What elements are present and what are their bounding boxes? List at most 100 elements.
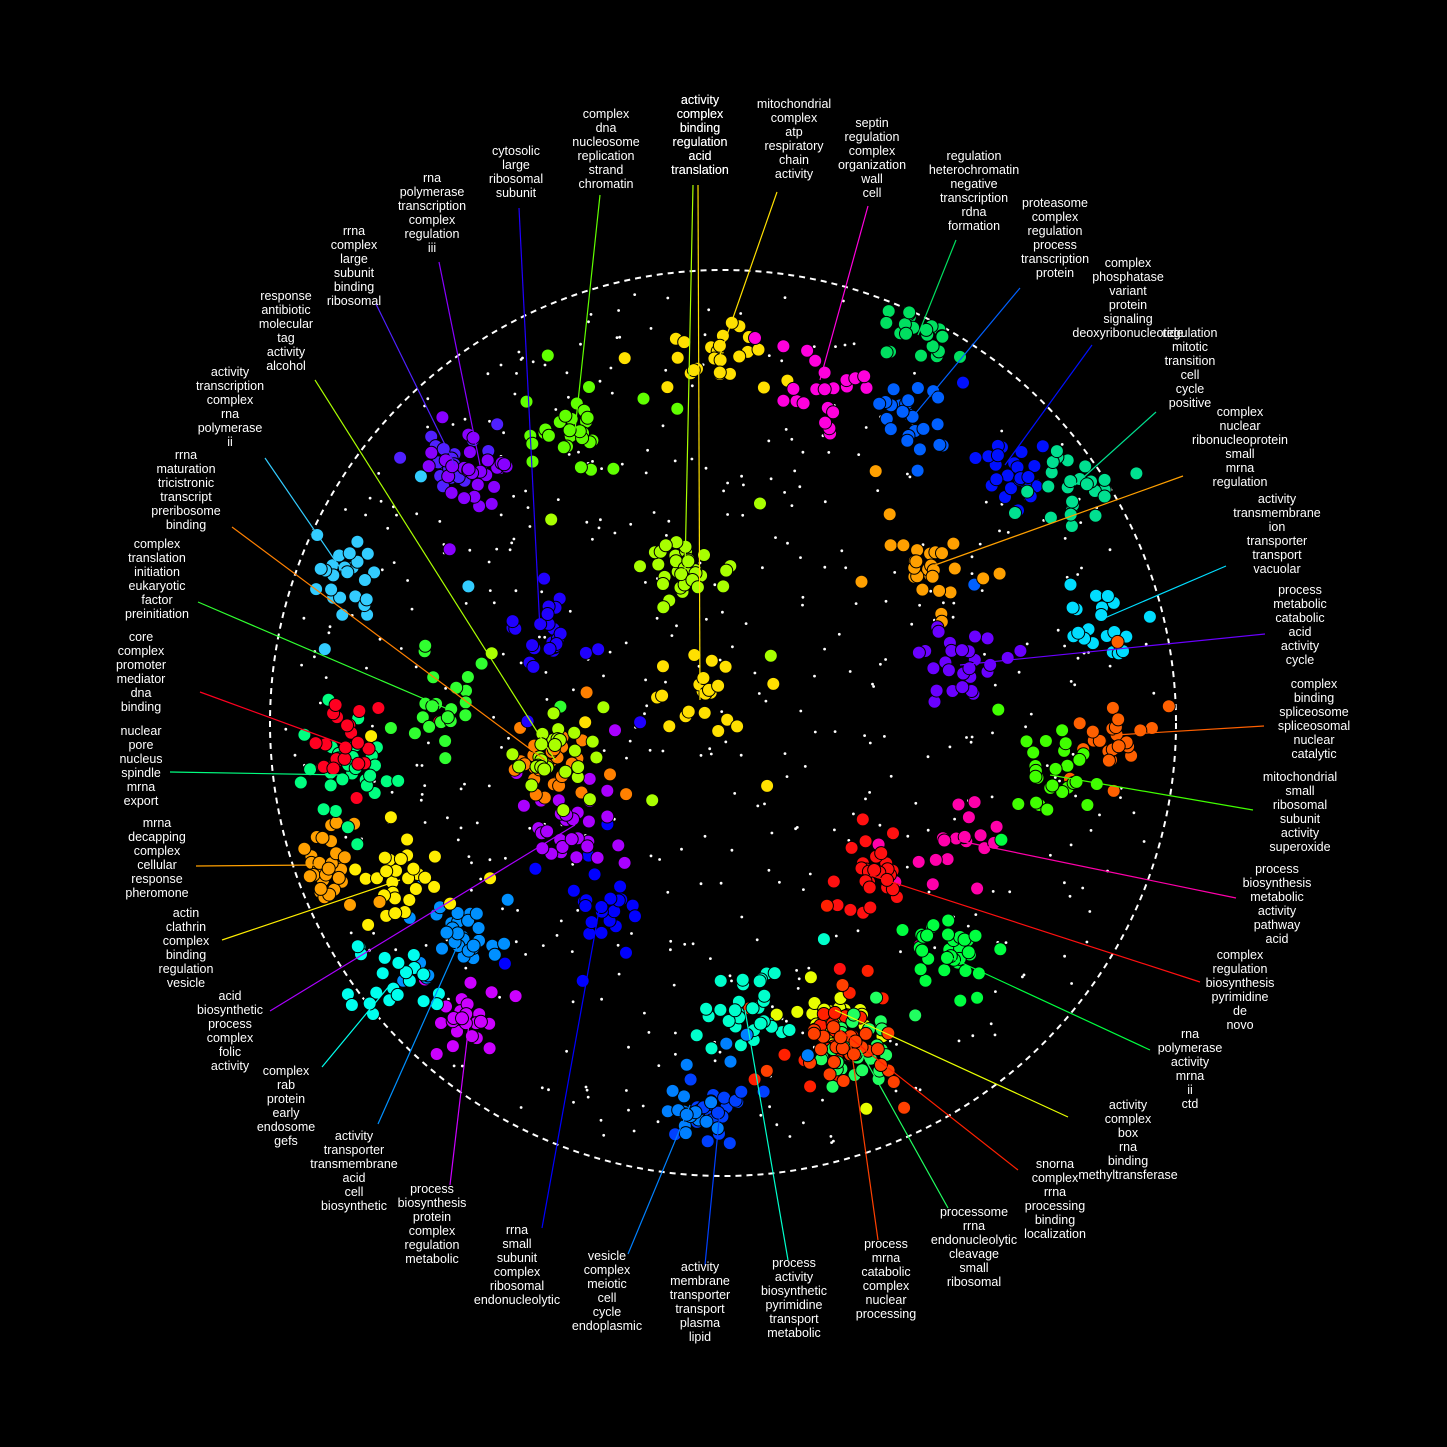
cluster-node: [881, 1026, 896, 1041]
cluster-node: [313, 881, 328, 896]
cluster-node: [727, 1003, 742, 1018]
cluster-node: [883, 422, 898, 437]
cluster-node: [1085, 724, 1100, 739]
background-node: [415, 763, 419, 767]
cluster-node: [425, 699, 440, 714]
cluster-label-term: spliceosome: [1279, 705, 1349, 719]
background-node: [884, 658, 887, 661]
background-node: [942, 601, 945, 605]
cluster-node: [928, 852, 943, 867]
background-node: [801, 450, 805, 454]
cluster-node: [807, 996, 822, 1010]
background-node: [790, 504, 794, 507]
cluster-node: [1097, 489, 1112, 504]
background-node: [568, 609, 572, 613]
background-node: [633, 293, 637, 296]
background-node: [399, 647, 403, 650]
background-node: [834, 345, 837, 348]
cluster-node: [720, 712, 735, 727]
cluster-node: [484, 496, 499, 511]
cluster-node: [377, 950, 392, 965]
cluster-node: [535, 841, 550, 856]
cluster-label-term: mitotic: [1172, 340, 1208, 354]
cluster-node: [350, 939, 365, 954]
background-node: [808, 872, 812, 876]
cluster-label-term: lipid: [689, 1330, 711, 1344]
cluster-node: [363, 768, 378, 783]
background-node: [1063, 644, 1066, 648]
background-node: [1063, 954, 1066, 958]
background-node: [475, 821, 479, 825]
cluster-label-term: transmembrane: [1233, 506, 1321, 520]
cluster-label-term: biosynthesis: [1206, 976, 1275, 990]
background-node: [487, 784, 491, 788]
background-node: [464, 602, 468, 605]
cluster-node: [555, 840, 570, 854]
cluster-node: [732, 349, 747, 364]
cluster-label-term: binding: [1294, 691, 1334, 705]
cluster-node: [361, 917, 376, 932]
background-node: [894, 1089, 898, 1093]
cluster-node: [857, 369, 872, 384]
cluster-leader-line: [449, 1014, 471, 1186]
cluster-node: [1049, 444, 1064, 459]
cluster-node: [662, 719, 677, 734]
cluster-node: [712, 365, 727, 380]
cluster-node: [416, 967, 431, 982]
background-node: [423, 821, 427, 824]
cluster-node: [1008, 506, 1022, 520]
cluster-node: [350, 735, 365, 750]
cluster-label-term: rna: [423, 171, 441, 185]
cluster-node: [704, 1041, 719, 1056]
cluster-node: [681, 704, 696, 719]
cluster-node: [763, 648, 778, 663]
cluster-label-term: biosynthetic: [761, 1284, 827, 1298]
background-node: [669, 939, 673, 943]
cluster-node: [910, 463, 925, 478]
cluster-label-term: transcription: [940, 191, 1008, 205]
cluster-label-term: rrna: [506, 1223, 528, 1237]
cluster-node: [860, 963, 875, 978]
cluster-label-term: endonucleolytic: [931, 1233, 1017, 1247]
cluster-node: [961, 945, 976, 960]
background-node: [974, 913, 978, 916]
background-node: [508, 548, 512, 552]
cluster-label-term: heterochromatin: [929, 163, 1019, 177]
background-node: [377, 472, 381, 475]
cluster-label-term: regulation: [1163, 326, 1218, 340]
cluster-leader-line: [438, 261, 481, 466]
cluster-node: [337, 850, 352, 865]
cluster-node: [383, 810, 398, 825]
background-node: [854, 602, 858, 605]
cluster-label-term: vesicle: [167, 976, 205, 990]
background-node: [704, 466, 708, 470]
background-node: [699, 882, 703, 886]
cluster-leader-line: [377, 939, 461, 1125]
cluster-label-term: dna: [596, 121, 617, 135]
cluster-node: [674, 567, 689, 582]
cluster-node: [611, 838, 626, 853]
background-node: [834, 934, 838, 938]
background-node: [613, 531, 617, 535]
cluster-label-term: positive: [1169, 396, 1211, 410]
cluster-label-term: complex: [409, 1224, 456, 1238]
background-node: [983, 652, 986, 656]
cluster-label-term: mitochondrial: [757, 97, 831, 111]
background-node: [328, 625, 332, 629]
background-node: [501, 907, 504, 911]
cluster-node: [497, 457, 512, 472]
cluster-label-term: vesicle: [588, 1249, 626, 1263]
background-node: [488, 419, 491, 423]
cluster-label-term: complex: [863, 1279, 910, 1293]
background-node: [641, 1104, 645, 1108]
background-node: [674, 1052, 677, 1056]
cluster-node: [800, 1048, 815, 1063]
background-node: [852, 342, 856, 346]
background-node: [842, 299, 845, 303]
cluster-node: [600, 783, 615, 798]
background-node: [1068, 894, 1072, 898]
